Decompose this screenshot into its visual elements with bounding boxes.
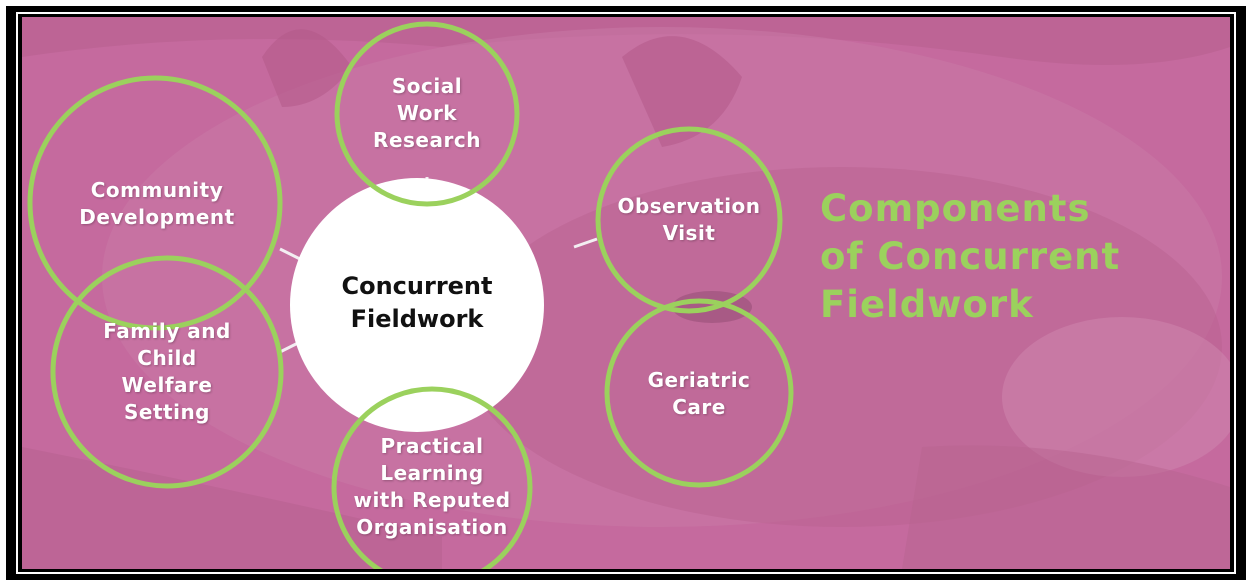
ring-family-child-welfare xyxy=(50,255,284,489)
node-geriatric-care: Geriatric Care xyxy=(647,368,751,419)
node-practical-learning: Practical Learning with Reputed Organisa… xyxy=(353,434,511,539)
ring-community-development xyxy=(27,75,283,331)
connector-observation-visit xyxy=(573,237,598,249)
ring-geriatric-care xyxy=(604,298,794,488)
ring-social-work-research xyxy=(334,21,520,207)
diagram-canvas: Social Work Research Observation Visit G… xyxy=(22,17,1230,569)
inner-border xyxy=(16,12,1236,574)
node-observation-visit: Observation Visit xyxy=(617,194,761,245)
node-family-child-welfare: Family and Child Welfare Setting xyxy=(103,319,231,424)
center-label: Concurrent Fieldwork xyxy=(341,272,493,333)
rhino-background-image xyxy=(22,17,1230,569)
center-circle xyxy=(290,178,544,432)
node-social-work-research: Social Work Research xyxy=(373,73,481,152)
ring-practical-learning xyxy=(331,386,533,569)
diagram-title: Components of Concurrent Fieldwork xyxy=(820,187,1121,326)
node-community-development: Community Development xyxy=(79,178,235,229)
ring-observation-visit xyxy=(595,126,783,314)
diagram-shapes xyxy=(27,21,794,569)
